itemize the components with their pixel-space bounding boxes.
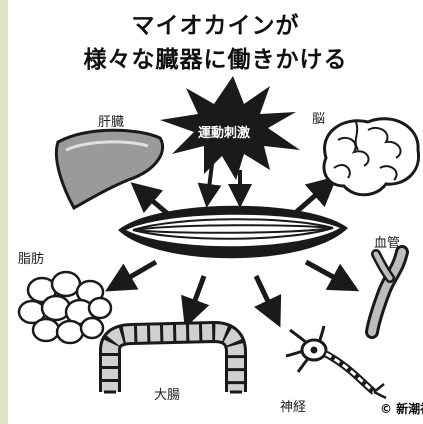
intestine-icon <box>104 332 242 392</box>
copyright-notice: © 新潮社 <box>380 400 423 417</box>
label-fat: 脂肪 <box>18 248 44 267</box>
label-liver: 肝臓 <box>98 111 124 130</box>
label-vessel: 血管 <box>374 232 400 251</box>
fat-icon <box>19 272 111 343</box>
center-label: 運動刺激 <box>198 122 250 141</box>
muscle-icon <box>118 206 348 259</box>
diagram-art <box>8 0 423 424</box>
vessel-icon <box>372 252 402 332</box>
brain-icon <box>324 119 419 195</box>
label-nerve: 神経 <box>280 396 306 415</box>
diagram-panel: マイオカインが 様々な臓器に働きかける <box>8 0 423 424</box>
label-brain: 脳 <box>312 108 325 127</box>
label-intestine: 大腸 <box>154 384 180 403</box>
